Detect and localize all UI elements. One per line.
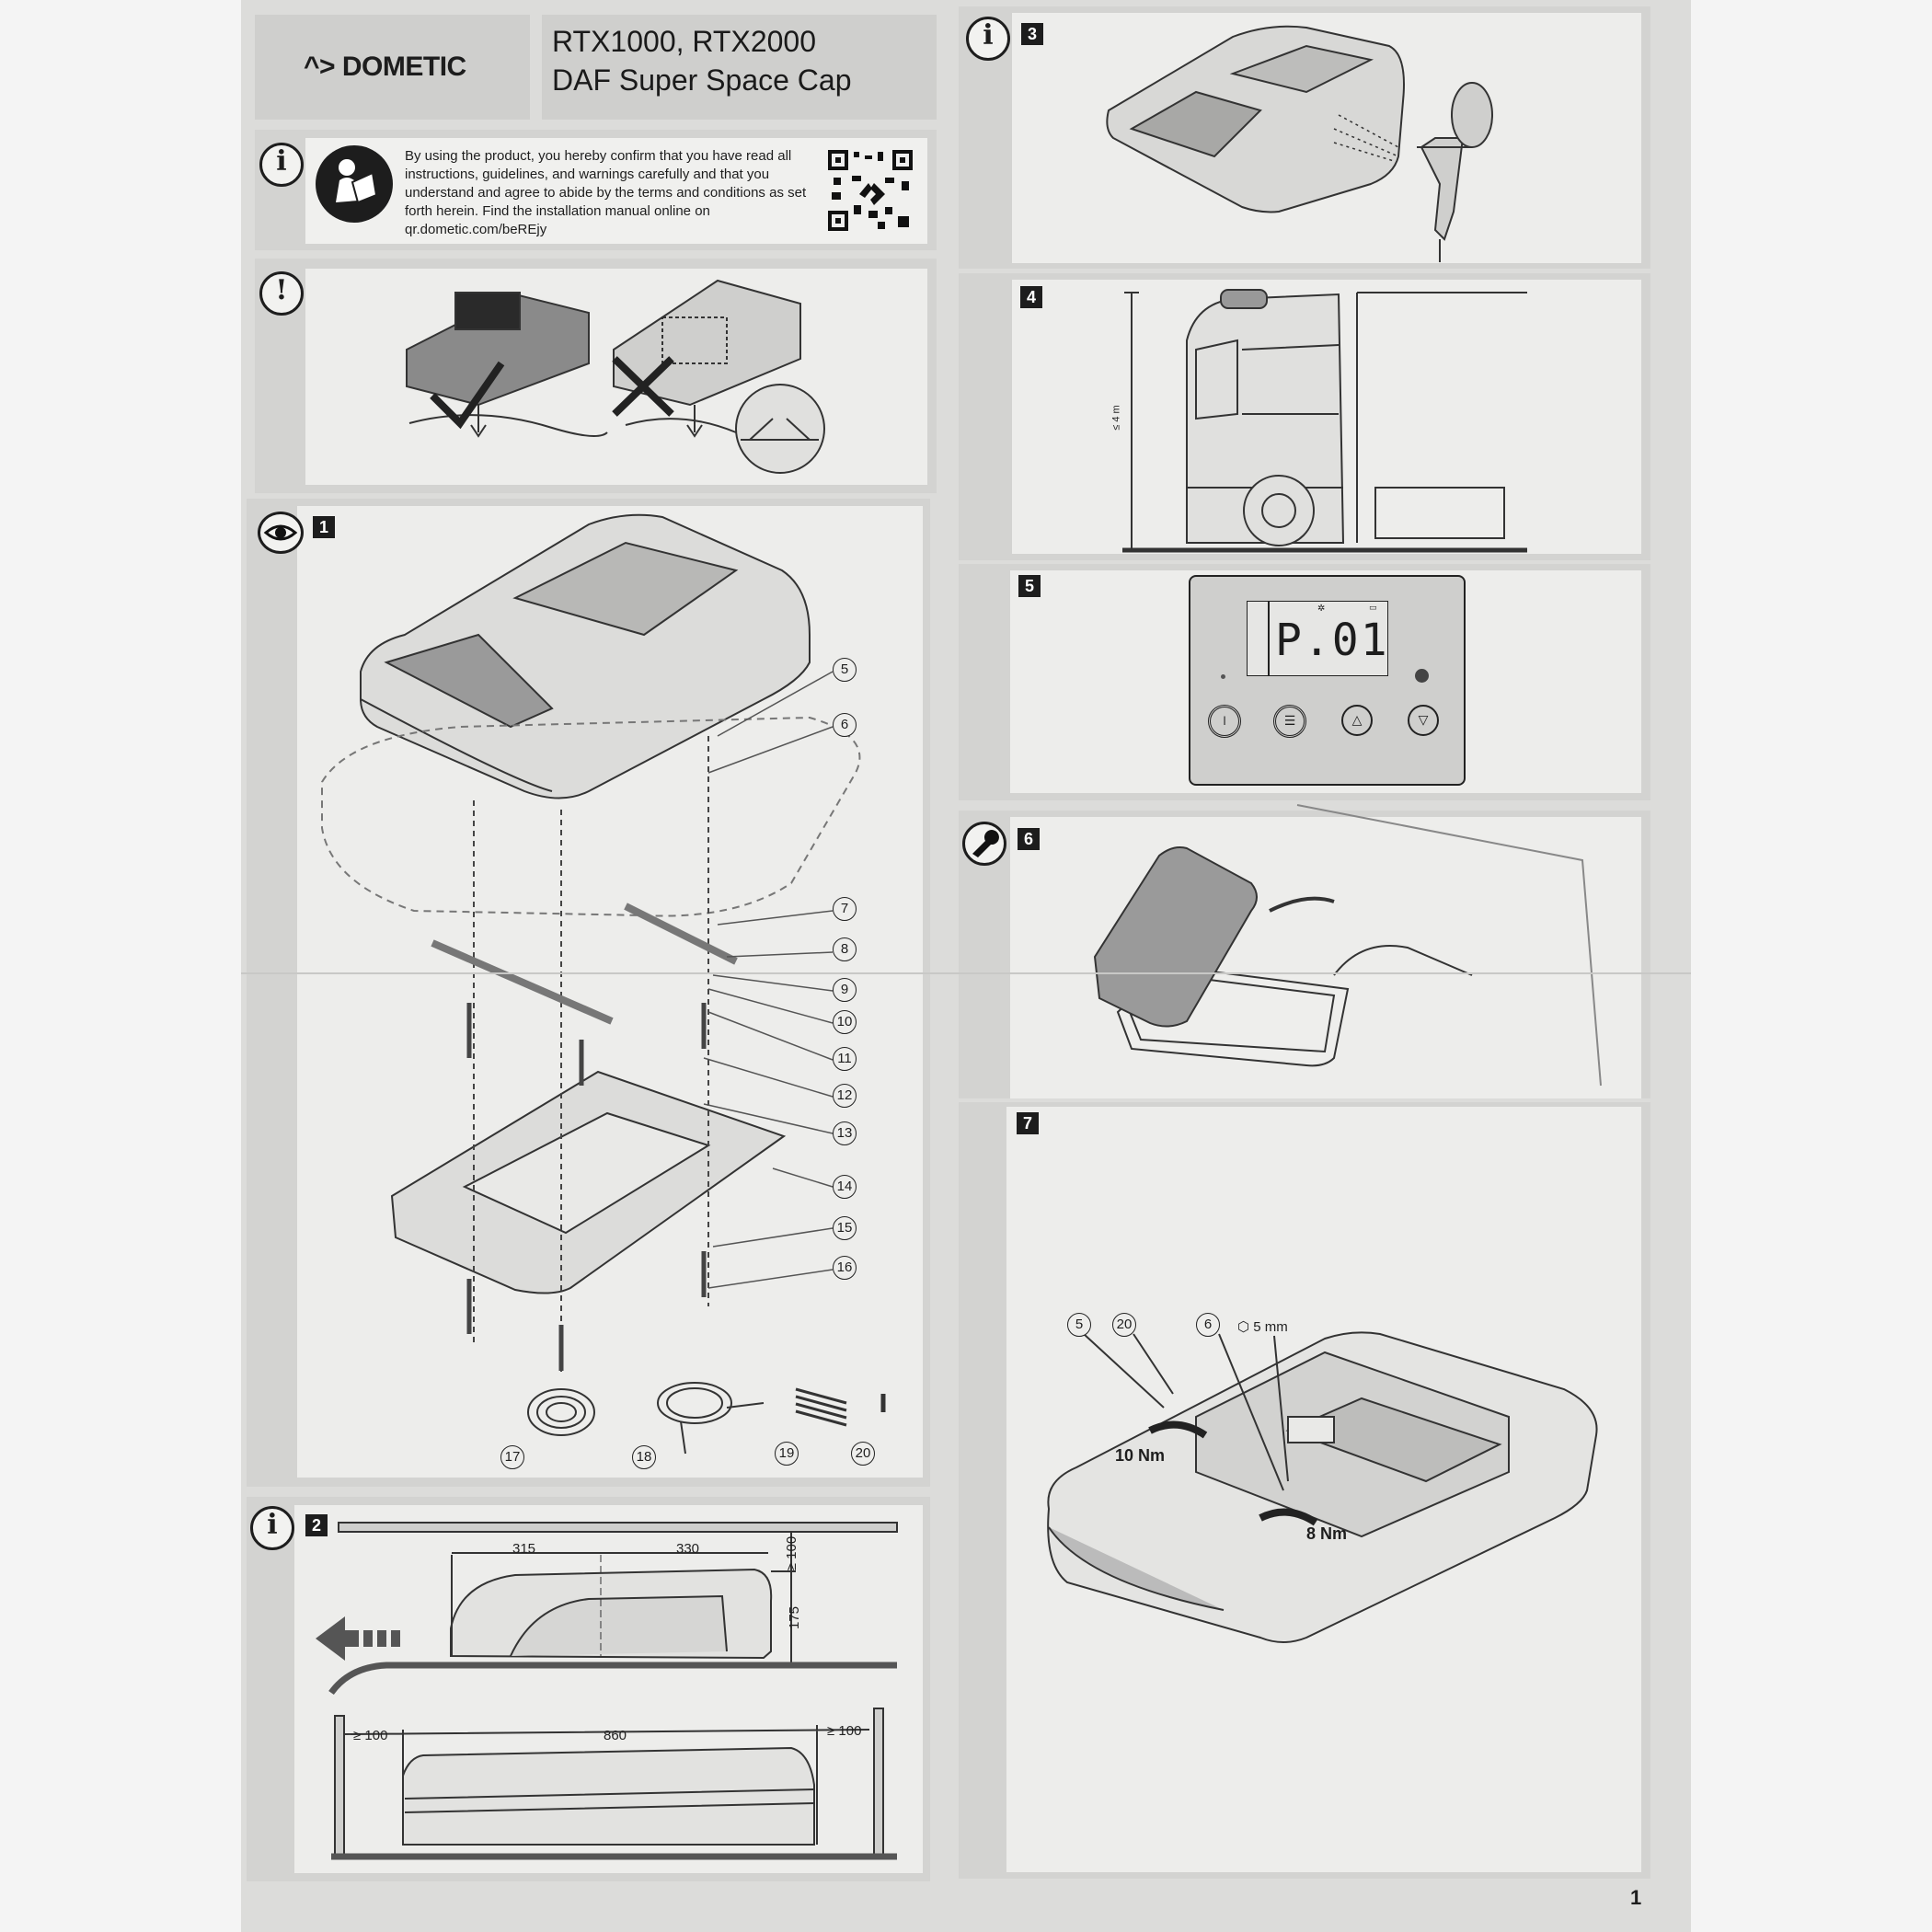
- callout-14: 14: [833, 1175, 857, 1199]
- wrench-icon: [962, 822, 1006, 866]
- document-title: RTX1000, RTX2000 DAF Super Space Cap: [552, 22, 852, 99]
- lcd-display: ✲ ▭ P.01: [1247, 601, 1388, 676]
- dimension-side-right: ≥ 100: [827, 1723, 862, 1739]
- ac-unit-top-view: [360, 513, 811, 799]
- callout-17: 17: [500, 1445, 524, 1469]
- step-7-badge: 7: [1017, 1112, 1039, 1134]
- control-panel: ✲ ▭ P.01 ⏽ ☰ △ ▽: [1189, 575, 1466, 786]
- callout-13: 13: [833, 1121, 857, 1145]
- callout-7: 7: [833, 897, 857, 921]
- info-icon: i: [250, 1506, 294, 1550]
- callout-18: 18: [632, 1445, 656, 1469]
- status-led-small: [1221, 674, 1225, 679]
- notice-text: By using the product, you hereby confirm…: [405, 148, 807, 237]
- info-icon: i: [259, 143, 304, 187]
- dimension-rear: 330: [676, 1541, 700, 1557]
- notice-inner: [305, 138, 927, 244]
- torque-10nm: 10 Nm: [1115, 1446, 1166, 1465]
- callout-5: 5: [833, 658, 857, 682]
- dimension-front: 315: [512, 1541, 536, 1557]
- step-3-badge: 3: [1021, 23, 1043, 45]
- callout-12: 12: [833, 1084, 857, 1108]
- callout-20: 20: [1112, 1313, 1136, 1337]
- mounting-frame: [390, 1070, 787, 1294]
- callout-leaders: [703, 671, 834, 1289]
- power-button[interactable]: ⏽: [1208, 705, 1241, 738]
- ac-side-profile: [450, 1533, 796, 1662]
- torque-8nm: 8 Nm: [1306, 1524, 1348, 1543]
- callout-20: 20: [851, 1442, 875, 1466]
- correct-placement-illustration: [406, 292, 608, 438]
- ac-front-profile: [331, 1708, 897, 1860]
- display-battery-icon: ▭: [1369, 604, 1377, 613]
- hex-icon: ⬡: [1237, 1319, 1254, 1335]
- qr-code-graphic: [828, 150, 913, 231]
- up-button[interactable]: △: [1341, 705, 1373, 736]
- callout-10: 10: [833, 1010, 857, 1034]
- step-2-badge: 2: [305, 1514, 328, 1536]
- callout-19: 19: [775, 1442, 799, 1466]
- dimension-side-left: ≥ 100: [353, 1728, 388, 1743]
- logo-chevron-icon: ^>: [304, 52, 336, 82]
- display-readout: P.01: [1275, 615, 1389, 666]
- dimension-height: 175: [787, 1605, 803, 1630]
- title-box: [542, 15, 937, 120]
- logo-box: [255, 15, 530, 120]
- roof-line: [328, 1662, 897, 1696]
- accessories: [527, 1382, 886, 1455]
- callout-16: 16: [833, 1256, 857, 1280]
- cover-painting-illustration: [1106, 25, 1493, 262]
- callout-6: 6: [833, 713, 857, 737]
- display-fan-icon: ✲: [1317, 604, 1326, 614]
- wrong-placement-illustration: [612, 279, 825, 474]
- callout-6: 6: [1196, 1313, 1220, 1337]
- headliner-bar: [338, 1522, 898, 1533]
- info-icon: i: [966, 17, 1010, 61]
- step-5-badge: 5: [1018, 575, 1041, 597]
- callout-8: 8: [833, 937, 857, 961]
- callout-15: 15: [833, 1216, 857, 1240]
- seal-cleaning-illustration: [1093, 804, 1602, 1087]
- step-6-badge: 6: [1018, 828, 1040, 850]
- page-number: 1: [1630, 1886, 1642, 1909]
- step-4-badge: 4: [1020, 286, 1042, 308]
- brand-logo: ^> DOMETIC: [304, 52, 466, 83]
- max-vehicle-height: ≤ 4 m: [1110, 405, 1122, 431]
- warning-icon: !: [259, 271, 304, 316]
- dimension-width: 860: [604, 1728, 627, 1743]
- driving-direction-arrow: [316, 1616, 359, 1661]
- dimension-top-clearance: ≥ 100: [784, 1535, 800, 1571]
- roof-outline-dashed: [321, 716, 861, 917]
- qr-code[interactable]: [828, 150, 913, 231]
- step-1-badge: 1: [313, 516, 335, 538]
- menu-button[interactable]: ☰: [1273, 705, 1306, 738]
- driving-direction-arrow-dashes: [363, 1630, 400, 1647]
- ac-underside-illustration: [1047, 1331, 1598, 1643]
- brand-name: DOMETIC: [341, 52, 466, 82]
- status-led: [1415, 669, 1429, 683]
- down-button[interactable]: ▽: [1408, 705, 1439, 736]
- eye-icon: [258, 512, 304, 554]
- callout-5: 5: [1067, 1313, 1091, 1337]
- title-product: DAF Super Space Cap: [552, 63, 852, 97]
- hex-key-size: ⬡ 5 mm: [1237, 1318, 1288, 1335]
- callout-11: 11: [833, 1047, 857, 1071]
- hex-size-label: 5 mm: [1253, 1319, 1288, 1335]
- title-models: RTX1000, RTX2000: [552, 25, 816, 58]
- truck-illustration: [1122, 289, 1527, 553]
- read-manual-icon: [316, 145, 393, 223]
- callout-9: 9: [833, 978, 857, 1002]
- bolts-and-brackets: [431, 736, 738, 1375]
